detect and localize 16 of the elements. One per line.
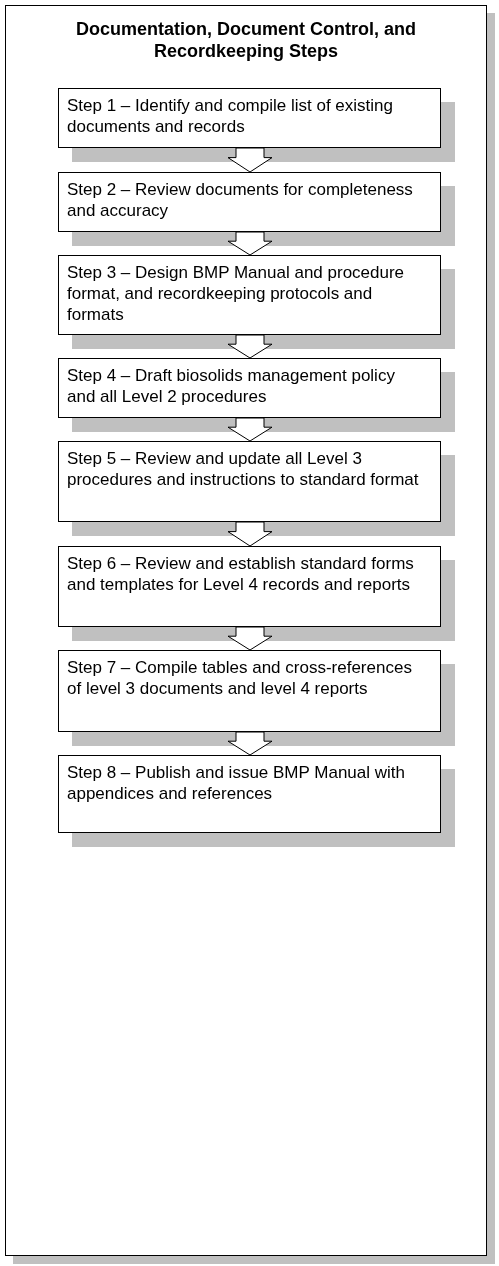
step-text: Step 7 – Compile tables and cross-references of level 3 documents and level 4 reports [67, 657, 413, 699]
step-text: Step 6 – Review and establish standard forms and templates for Level 4 records and reports [67, 553, 415, 595]
step-text: Step 5 – Review and update all Level 3 procedures and instructions to standard format [67, 448, 420, 490]
step-text: Step 8 – Publish and issue BMP Manual with appendices and references [67, 762, 406, 804]
step-text: Step 2 – Review documents for completeness and accuracy [67, 179, 414, 221]
block-arrow [227, 334, 273, 359]
step-text: Step 4 – Draft biosolids management policy and all Level 2 procedures [67, 365, 396, 407]
panel-heading: Documentation, Document Control, and Recordkeeping Steps [75, 18, 417, 62]
block-arrow [227, 626, 273, 651]
block-arrow [227, 417, 273, 442]
block-arrow [227, 521, 273, 547]
block-arrow [227, 231, 273, 256]
block-arrow [227, 731, 273, 756]
step-text: Step 3 – Design BMP Manual and procedure format, and recordkeeping protocols and formats [67, 262, 406, 325]
step-text: Step 1 – Identify and compile list of existing documents and records [67, 95, 394, 137]
block-arrow [227, 147, 273, 173]
